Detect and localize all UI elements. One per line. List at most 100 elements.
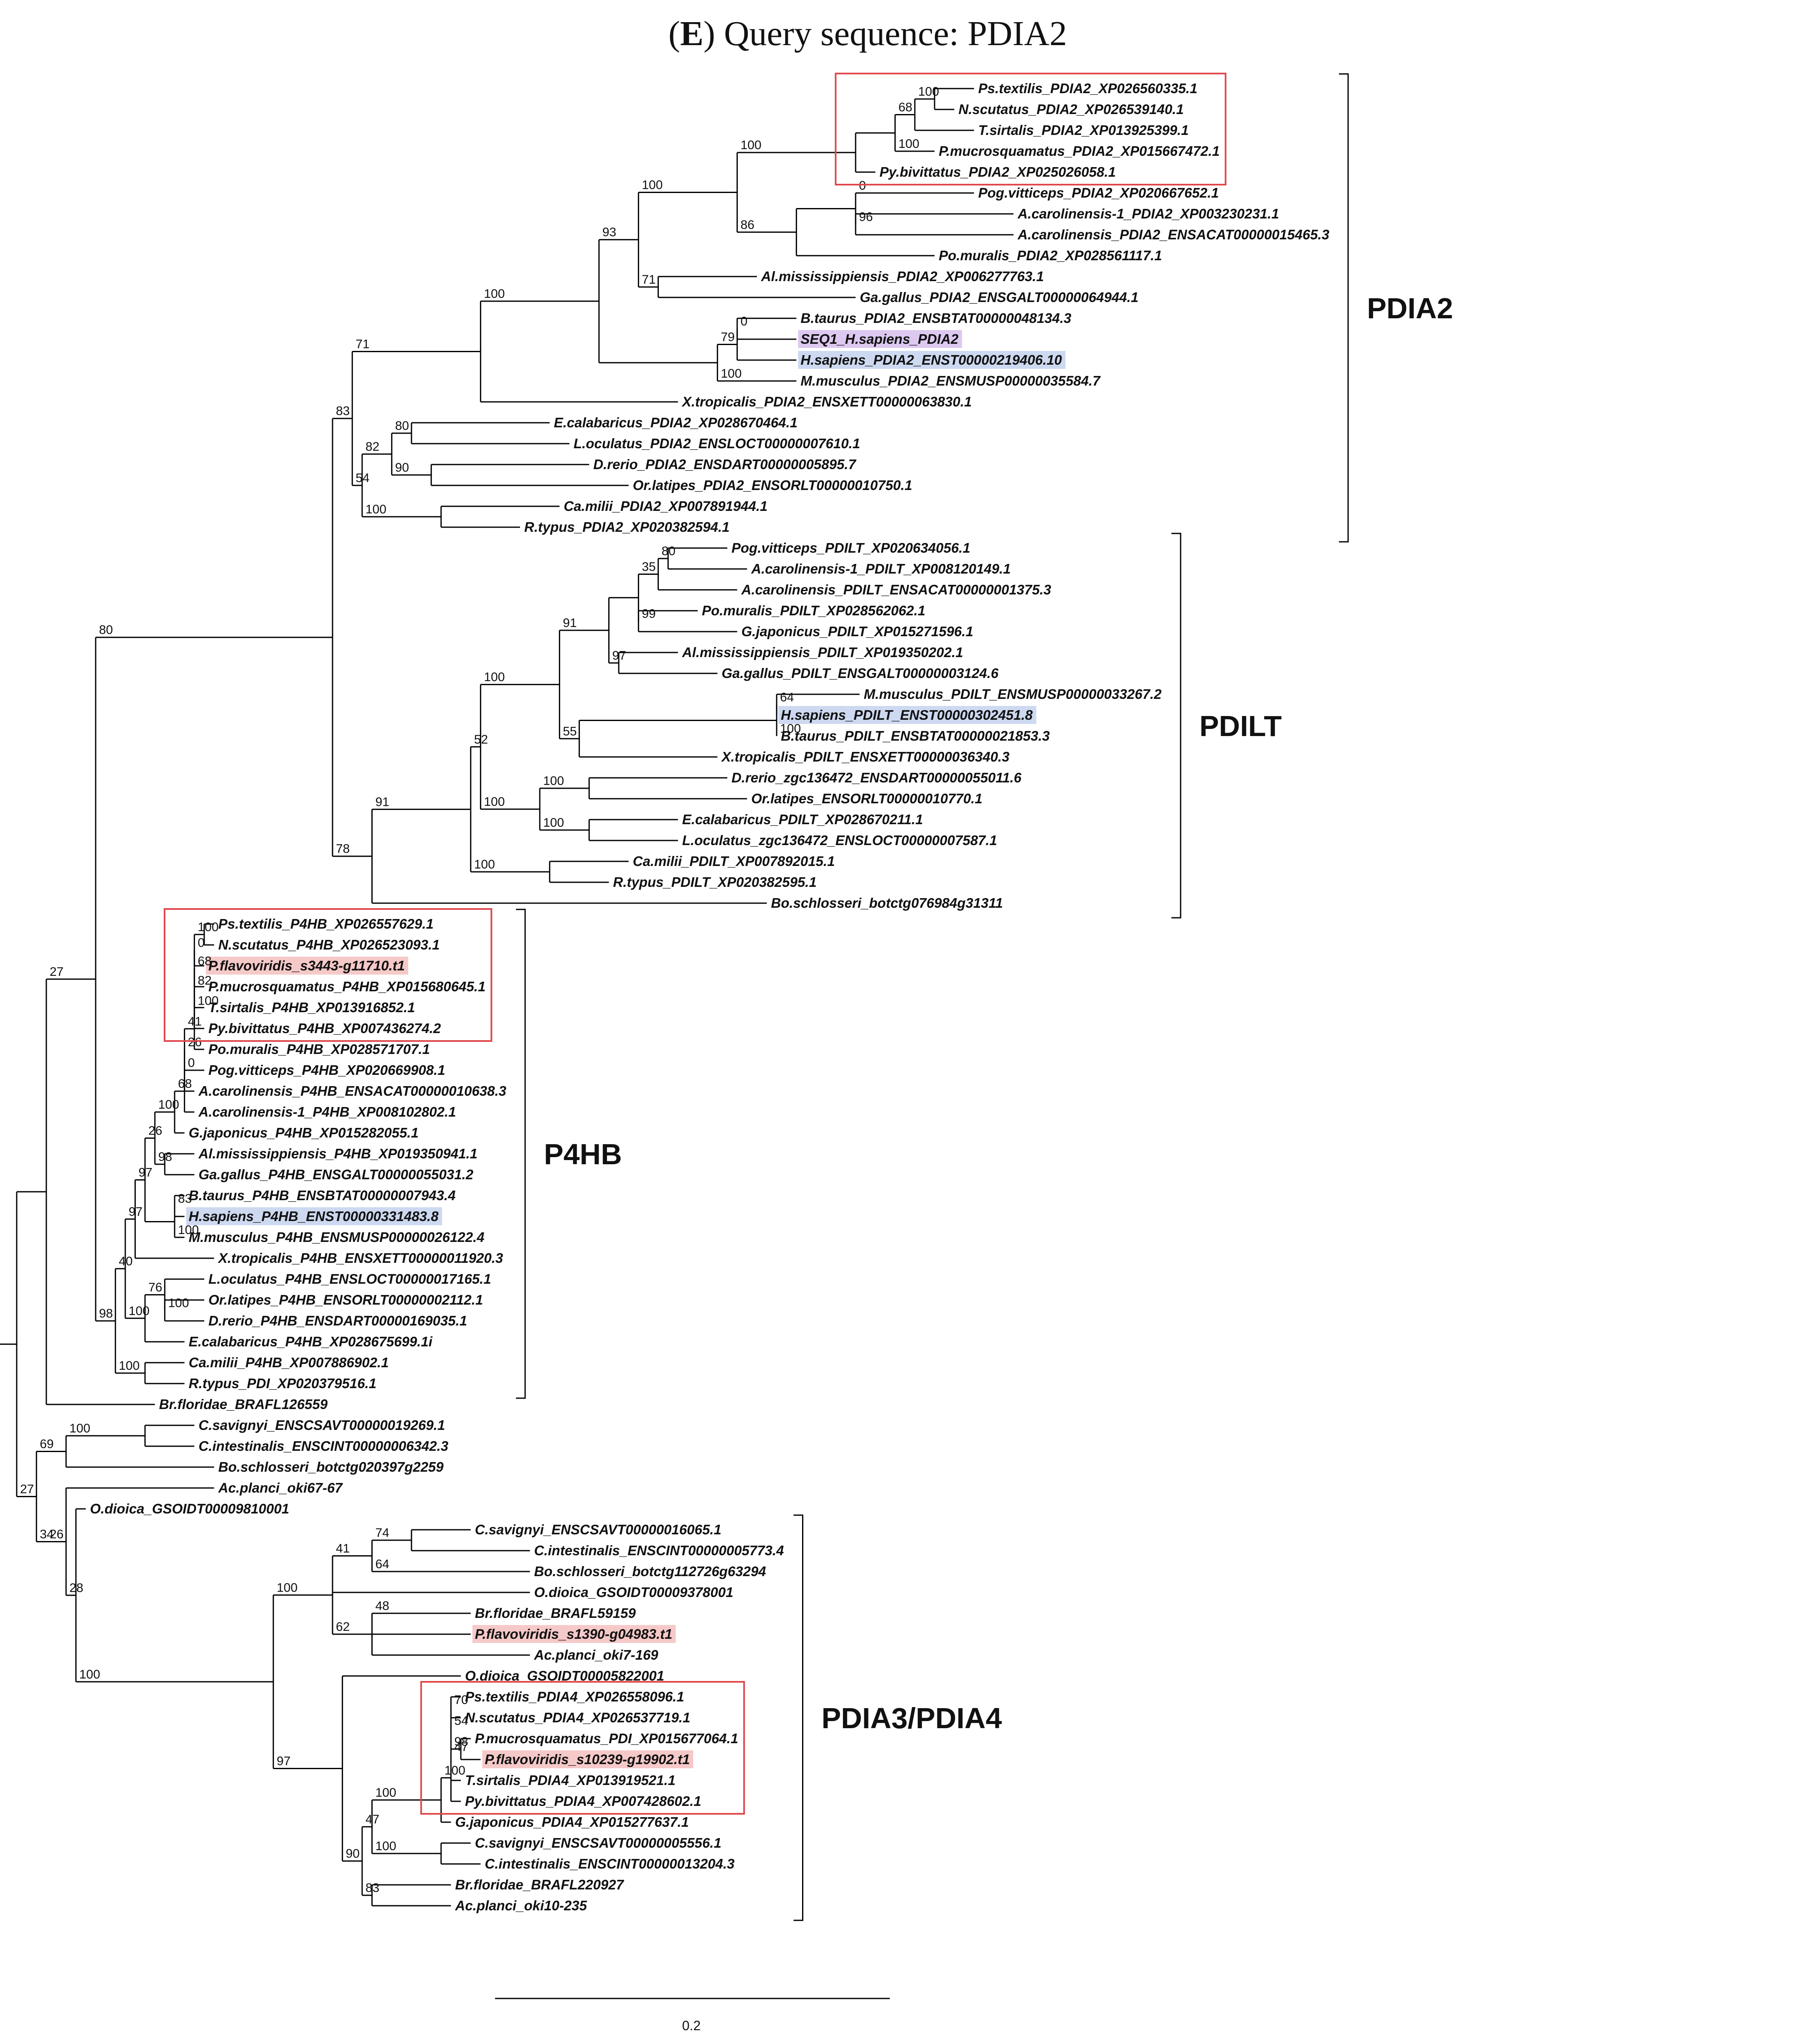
- bootstrap-value: 91: [563, 616, 576, 630]
- bootstrap-value: 0: [188, 1056, 195, 1070]
- taxon-label: R.typus_PDI_XP020379516.1: [189, 1376, 376, 1391]
- title-text: Query sequence: PDIA2: [724, 14, 1067, 53]
- taxon-label: X.tropicalis_PDIA2_ENSXETT00000063830.1: [681, 394, 972, 409]
- bootstrap-value: 100: [366, 503, 386, 516]
- taxon-label: Pog.vitticeps_PDILT_XP020634056.1: [731, 540, 970, 556]
- taxon-label: G.japonicus_P4HB_XP015282055.1: [189, 1125, 419, 1140]
- bootstrap-value: 100: [277, 1581, 297, 1595]
- taxon-label: Py.bivittatus_PDIA2_XP025026058.1: [879, 164, 1116, 180]
- taxon-label: Po.muralis_PDILT_XP028562062.1: [702, 603, 925, 618]
- taxon-label: P.flavoviridis_s3443-g11710.t1: [208, 958, 405, 973]
- bootstrap-value: 80: [662, 544, 676, 558]
- bootstrap-value: 97: [129, 1205, 142, 1219]
- highlight-layer: [186, 330, 1066, 1768]
- bootstrap-value: 82: [366, 440, 379, 454]
- taxon-label: H.sapiens_PDIA2_ENST00000219406.10: [800, 352, 1062, 368]
- taxon-label: C.intestinalis_ENSCINT00000006342.3: [198, 1438, 448, 1454]
- taxon-highlight: [472, 1625, 676, 1643]
- scale-bar-label: 0.2: [682, 2018, 701, 2033]
- bootstrap-value: 68: [198, 954, 211, 968]
- bootstrap-value: 100: [129, 1304, 150, 1318]
- bootstrap-value: 100: [642, 178, 663, 192]
- bootstrap-value: 40: [119, 1254, 132, 1268]
- taxon-label: T.sirtalis_PDIA4_XP013919521.1: [465, 1772, 676, 1788]
- taxon-label: G.japonicus_PDIA4_XP015277637.1: [455, 1814, 689, 1830]
- taxon-label: O.dioica_GSOIDT00009378001: [534, 1584, 734, 1600]
- bootstrap-value: 100: [721, 367, 742, 381]
- taxon-label: Po.muralis_P4HB_XP028571707.1: [208, 1041, 430, 1057]
- taxon-label: Ga.gallus_P4HB_ENSGALT00000055031.2: [198, 1167, 474, 1182]
- bootstrap-value: 78: [336, 842, 350, 856]
- bootstrap-value: 71: [356, 337, 369, 351]
- bootstrap-value: 52: [474, 733, 488, 747]
- bootstrap-value: 100: [376, 1786, 396, 1800]
- taxon-label: Or.latipes_PDIA2_ENSORLT00000010750.1: [633, 477, 912, 493]
- bootstrap-value: 64: [376, 1557, 389, 1571]
- bootstrap-value: 100: [474, 858, 495, 871]
- taxon-label: Ac.planci_oki10-235: [455, 1898, 587, 1913]
- bootstrap-value: 79: [721, 330, 734, 344]
- bootstrap-value: 68: [899, 101, 912, 114]
- taxon-label: Bo.schlosseri_botctg076984g31311: [771, 895, 1003, 911]
- bootstrap-value: 41: [336, 1542, 350, 1556]
- clade-label: PDILT: [1199, 710, 1282, 742]
- taxon-label: Ga.gallus_PDILT_ENSGALT00000003124.6: [721, 665, 998, 681]
- taxon-label: Or.latipes_P4HB_ENSORLT00000002112.1: [208, 1292, 483, 1308]
- taxon-label: X.tropicalis_PDILT_ENSXETT00000036340.3: [721, 749, 1009, 764]
- bootstrap-value: 68: [178, 1077, 192, 1091]
- bootstrap-value: 100: [198, 994, 218, 1008]
- bootstrap-value: 48: [376, 1599, 389, 1613]
- bootstrap-value: 82: [198, 974, 211, 988]
- taxon-label: A.carolinensis-1_PDIA2_XP003230231.1: [1017, 206, 1279, 221]
- bootstrap-value: 100: [198, 920, 218, 934]
- snake-subclade-box: [163, 908, 493, 1042]
- taxon-highlight: [798, 330, 962, 348]
- bootstrap-value: 47: [455, 1740, 468, 1754]
- bootstrap-value: 97: [277, 1754, 290, 1768]
- taxon-label: B.taurus_P4HB_ENSBTAT00000007943.4: [189, 1188, 456, 1203]
- taxon-label: Br.floridae_BRAFL59159: [475, 1605, 636, 1621]
- clade-label: PDIA2: [1367, 292, 1453, 325]
- bootstrap-value: 96: [859, 210, 873, 224]
- bootstrap-value: 27: [50, 965, 63, 979]
- taxon-label: Ac.planci_oki7-169: [534, 1647, 659, 1663]
- taxon-label: A.carolinensis_P4HB_ENSACAT00000010638.3: [198, 1083, 506, 1099]
- figure-title: (E) Query sequence: PDIA2: [668, 14, 1067, 53]
- taxon-highlight: [798, 351, 1066, 369]
- bootstrap-value: 80: [395, 419, 409, 433]
- bootstrap-value: 100: [69, 1422, 90, 1435]
- bootstrap-value: 100: [780, 722, 801, 736]
- taxon-label: E.calabaricus_PDILT_XP028670211.1: [682, 812, 923, 827]
- taxon-label: Ga.gallus_PDIA2_ENSGALT00000064944.1: [860, 289, 1138, 305]
- taxon-label: E.calabaricus_P4HB_XP028675699.1i: [189, 1334, 433, 1349]
- bootstrap-value: 83: [178, 1192, 192, 1206]
- taxon-label: A.carolinensis_PDILT_ENSACAT00000001375.…: [741, 582, 1051, 597]
- taxon-label: G.japonicus_PDILT_XP015271596.1: [742, 624, 973, 639]
- taxon-label: Ac.planci_oki67-67: [218, 1480, 343, 1496]
- taxon-label: Ps.textilis_PDIA2_XP026560335.1: [978, 81, 1198, 96]
- taxon-label: Ps.textilis_P4HB_XP026557629.1: [218, 916, 434, 932]
- taxon-label: D.rerio_PDIA2_ENSDART00000005895.7: [593, 457, 856, 472]
- taxon-label: C.intestinalis_ENSCINT00000005773.4: [534, 1543, 784, 1558]
- taxon-highlight: [206, 957, 409, 975]
- bootstrap-value: 90: [346, 1847, 360, 1861]
- bootstrap-value: 100: [741, 138, 762, 152]
- bootstrap-value: 100: [484, 287, 505, 301]
- taxon-label: C.savignyi_ENSCSAVT00000019269.1: [198, 1417, 445, 1433]
- taxon-label: B.taurus_PDIA2_ENSBTAT00000048134.3: [800, 310, 1071, 326]
- branch-layer: [0, 88, 1014, 1907]
- taxon-label: Pog.vitticeps_P4HB_XP020669908.1: [208, 1062, 445, 1078]
- bootstrap-value: 0: [859, 179, 866, 193]
- taxon-label: Or.latipes_ENSORLT00000010770.1: [751, 791, 982, 806]
- clade-bracket: [793, 1514, 803, 1921]
- taxon-label: T.sirtalis_P4HB_XP013916852.1: [208, 1000, 415, 1015]
- taxon-label: A.carolinensis_PDIA2_ENSACAT00000015465.…: [1017, 227, 1329, 242]
- taxon-label: C.savignyi_ENSCSAVT00000005556.1: [475, 1835, 721, 1851]
- bootstrap-value: 35: [642, 560, 655, 574]
- bootstrap-value: 100: [899, 137, 919, 151]
- bootstrap-value: 71: [642, 273, 655, 287]
- taxon-label: H.sapiens_P4HB_ENST00000331483.8: [189, 1209, 439, 1224]
- taxon-label: SEQ1_H.sapiens_PDIA2: [800, 331, 958, 347]
- taxon-label: R.typus_PDILT_XP020382595.1: [613, 874, 817, 890]
